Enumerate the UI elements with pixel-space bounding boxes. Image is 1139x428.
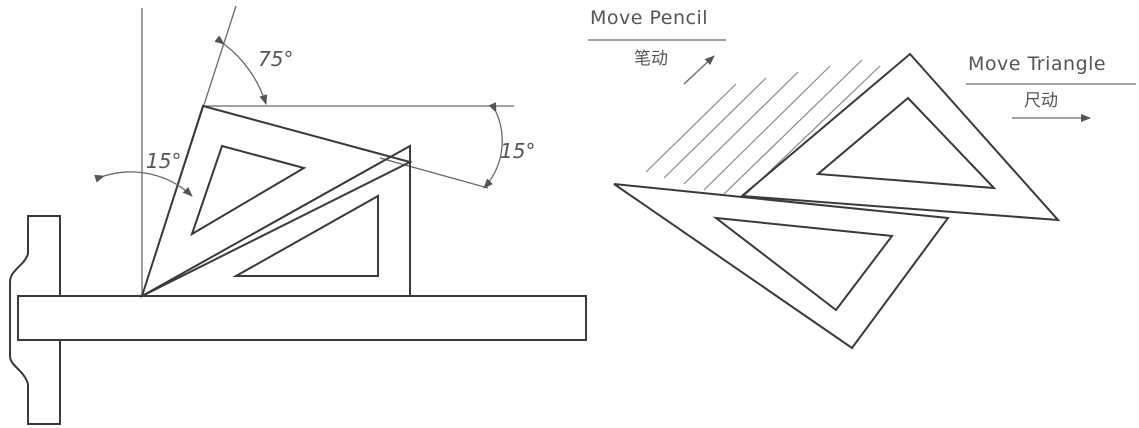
right-figure: Move Pencil 笔动 Move Triangle 尺动	[588, 7, 1136, 350]
move-triangle-label: Move Triangle	[968, 53, 1106, 75]
move-triangle-label-zh: 尺动	[1024, 91, 1058, 111]
move-pencil-label-zh: 笔动	[634, 49, 668, 69]
pencil-hatching	[645, 59, 881, 197]
lower-triangle	[613, 183, 950, 350]
lower-triangle-hole	[712, 216, 894, 312]
upper-triangle	[739, 52, 1061, 222]
arc-15-right	[483, 102, 503, 189]
move-pencil-arrow	[683, 55, 715, 85]
left-figure: 75° 15° 15°	[9, 5, 587, 425]
fifteen-degree-line	[379, 157, 489, 189]
arc-15-left	[94, 171, 193, 197]
set-square	[138, 144, 411, 297]
rotated-triangle	[140, 104, 413, 298]
angle-label-75: 75°	[258, 47, 293, 71]
move-pencil-label: Move Pencil	[590, 7, 708, 29]
angle-label-15-left: 15°	[146, 149, 181, 173]
arc-75	[214, 35, 268, 105]
upper-triangle-hole	[815, 96, 997, 190]
set-square-hole	[232, 194, 379, 277]
t-square-blade	[17, 295, 587, 341]
angle-label-15-right: 15°	[500, 139, 535, 163]
rotated-triangle-hole	[190, 144, 307, 237]
